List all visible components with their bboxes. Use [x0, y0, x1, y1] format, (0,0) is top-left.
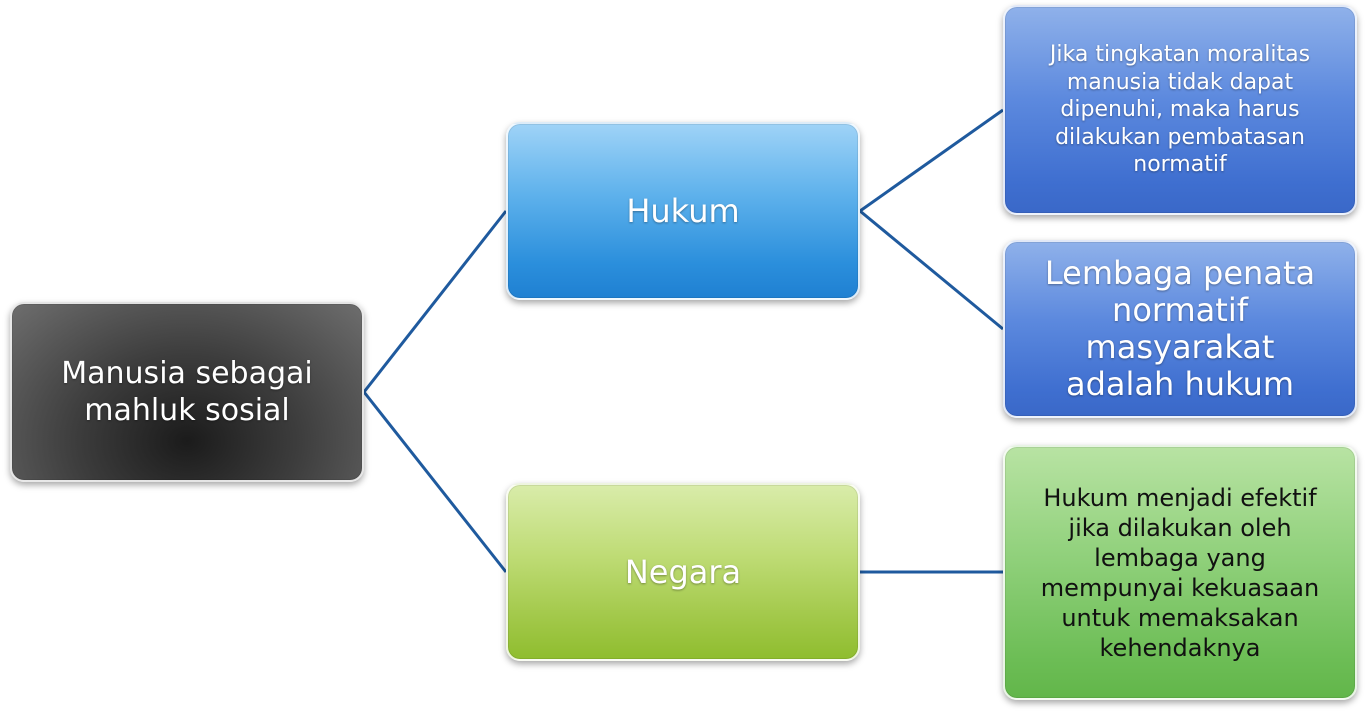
negara-node: Negara — [506, 483, 860, 661]
negara-node-label: Negara — [624, 553, 742, 591]
hukum-child-2-line-1: Lembaga penata — [1044, 254, 1316, 293]
hukum-child-1-line-3: dipenuhi, maka harus — [1060, 97, 1300, 123]
hukum-node-label: Hukum — [626, 192, 740, 230]
hukum-child-moralitas-node: Jika tingkatan moralitas manusia tidak d… — [1003, 5, 1357, 215]
negara-child-efektif-node: Hukum menjadi efektif jika dilakukan ole… — [1003, 445, 1357, 700]
negara-child-efektif-text: Hukum menjadi efektif jika dilakukan ole… — [1041, 483, 1319, 663]
connector-hukum-child-1 — [859, 108, 1004, 213]
root-node: Manusia sebagai mahluk sosial — [10, 302, 364, 482]
hukum-node: Hukum — [506, 122, 860, 300]
negara-child-1-line-5: untuk memaksakan — [1061, 603, 1299, 632]
hukum-child-moralitas-text: Jika tingkatan moralitas manusia tidak d… — [1050, 41, 1310, 179]
hukum-child-1-line-4: dilakukan pembatasan — [1055, 124, 1305, 150]
negara-child-1-line-3: lembaga yang — [1094, 543, 1266, 572]
hukum-child-2-line-2: normatif masyarakat — [1085, 291, 1275, 366]
negara-child-1-line-4: mempunyai kekuasaan — [1040, 573, 1320, 602]
hukum-child-lembaga-node: Lembaga penata normatif masyarakat adala… — [1003, 240, 1357, 418]
hukum-child-1-line-2: manusia tidak dapat — [1066, 69, 1294, 95]
root-line-1: Manusia sebagai — [61, 355, 313, 391]
hukum-child-lembaga-text: Lembaga penata normatif masyarakat adala… — [1017, 255, 1343, 402]
hukum-child-2-line-3: adalah hukum — [1065, 364, 1295, 403]
negara-child-1-line-6: kehendaknya — [1099, 633, 1261, 662]
negara-child-1-line-1: Hukum menjadi efektif — [1043, 483, 1317, 512]
hukum-child-1-line-5: normatif — [1133, 152, 1227, 178]
hukum-child-1-line-1: Jika tingkatan moralitas — [1049, 42, 1311, 68]
connector-hukum-child-2 — [859, 209, 1004, 331]
root-node-text: Manusia sebagai mahluk sosial — [61, 355, 312, 430]
root-line-2: mahluk sosial — [84, 393, 290, 428]
connector-root-hukum — [362, 210, 508, 393]
negara-child-1-line-2: jika dilakukan oleh — [1068, 513, 1292, 542]
connector-root-negara — [362, 391, 508, 573]
